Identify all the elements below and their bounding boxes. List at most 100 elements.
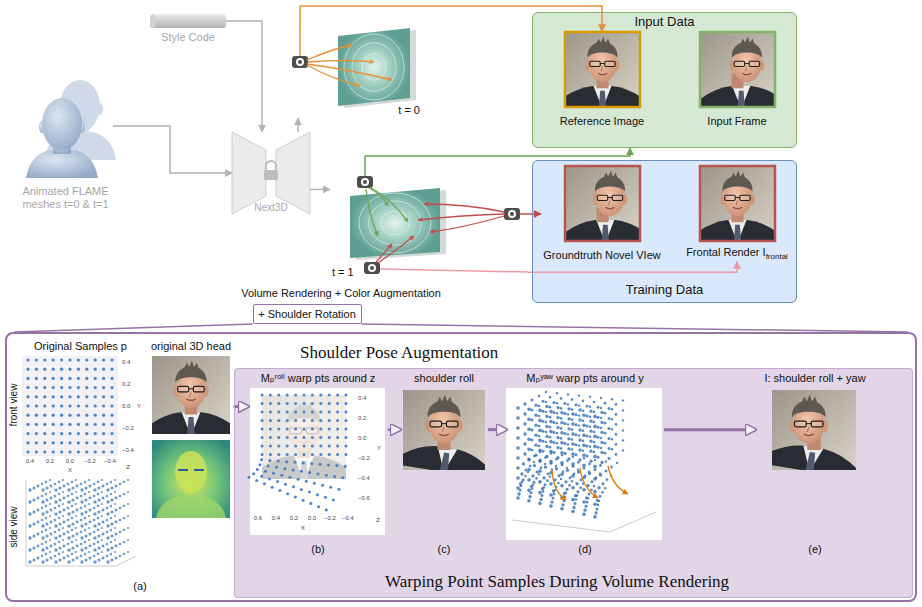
connector	[300, 6, 602, 32]
sample-point	[583, 509, 586, 512]
sample-point	[93, 555, 96, 558]
sample-point	[102, 441, 105, 444]
sample-point	[114, 503, 116, 505]
sample-point	[555, 465, 557, 467]
sample-point	[84, 546, 87, 549]
sample-point	[536, 470, 539, 473]
sample-point	[593, 411, 596, 414]
sample-point	[80, 560, 83, 563]
sample-point	[67, 524, 70, 527]
sample-point	[67, 507, 70, 510]
sample-point	[292, 468, 295, 471]
sample-point	[588, 463, 591, 466]
sample-point	[94, 386, 97, 389]
sample-point	[67, 512, 70, 515]
sample-point	[586, 405, 589, 408]
node-label: Reference Image	[560, 115, 644, 127]
sample-point	[127, 491, 129, 493]
sample-point	[572, 456, 574, 458]
sample-point	[71, 553, 73, 555]
sample-point	[534, 404, 537, 407]
sample-point	[106, 560, 109, 563]
sample-point	[63, 533, 66, 536]
sample-point	[43, 395, 46, 398]
sample-point	[26, 432, 29, 435]
sample-point	[110, 404, 113, 407]
node-label: Original Samples p	[34, 340, 127, 352]
sample-point	[85, 358, 88, 361]
sample-point	[593, 490, 597, 494]
depth-map	[156, 496, 226, 518]
sample-point	[110, 553, 112, 555]
sample-point	[52, 368, 55, 371]
sample-point	[75, 527, 77, 529]
sample-point	[582, 409, 585, 412]
sample-point	[77, 423, 80, 426]
sample-point	[77, 358, 80, 361]
sample-point	[538, 435, 541, 438]
sample-point	[615, 413, 618, 416]
axis-name: X	[68, 467, 72, 473]
sample-point	[284, 483, 287, 486]
sample-point	[119, 507, 122, 510]
sample-point	[84, 517, 86, 519]
sample-point	[593, 451, 596, 454]
sample-point	[28, 488, 31, 491]
sample-point	[26, 404, 29, 407]
sample-point	[260, 458, 263, 461]
sample-point	[255, 479, 258, 482]
text-line: Shoulder Pose Augmentation	[300, 343, 498, 363]
sample-point	[538, 405, 541, 408]
sample-point	[553, 431, 556, 434]
sample-point	[531, 439, 534, 442]
sample-point	[93, 488, 96, 491]
sample-point	[542, 450, 545, 453]
sample-point	[564, 412, 567, 415]
tick-label: 0.2	[46, 458, 54, 464]
text-slot: Original Samples p	[18, 340, 143, 353]
sample-point	[575, 403, 578, 406]
sample-point	[294, 436, 297, 439]
sample-point	[43, 441, 46, 444]
sample-point	[535, 477, 538, 480]
sample-point	[328, 394, 331, 397]
node-label: Frontal Render I	[686, 246, 765, 258]
sample-point	[585, 496, 588, 499]
sample-point	[84, 541, 86, 543]
connector	[488, 428, 506, 431]
sample-point	[50, 485, 53, 488]
sample-point	[325, 474, 328, 477]
sample-point	[542, 430, 545, 433]
text-line: + Shoulder Rotation	[258, 308, 356, 321]
sample-point	[67, 495, 70, 498]
sample-point	[77, 404, 80, 407]
axis-name: Z	[376, 517, 380, 523]
sample-point	[80, 543, 83, 546]
text-line: Mₚʸᵃʷ warp pts around y	[526, 372, 643, 385]
sample-point	[261, 428, 264, 431]
sample-point	[546, 479, 549, 482]
sample-point	[277, 394, 280, 397]
sample-point	[102, 521, 105, 524]
node-label: frontal	[766, 252, 788, 261]
sample-point	[41, 483, 44, 486]
sample-point	[567, 437, 570, 440]
sample-point	[94, 404, 97, 407]
sample-point	[88, 539, 90, 541]
sample-point	[538, 415, 541, 418]
sample-point	[50, 557, 53, 560]
sample-point	[264, 470, 267, 473]
sample-point	[102, 497, 105, 500]
sample-point	[549, 440, 553, 444]
sample-point	[605, 470, 608, 473]
sample-point	[94, 414, 97, 417]
depth-map	[152, 440, 230, 518]
sample-point	[553, 411, 556, 414]
sample-point	[102, 395, 105, 398]
sample-point	[58, 522, 61, 525]
sample-point	[600, 421, 603, 424]
sample-point	[527, 437, 531, 441]
sample-point	[119, 483, 122, 486]
sample-point	[589, 440, 592, 443]
sample-point	[527, 478, 531, 482]
